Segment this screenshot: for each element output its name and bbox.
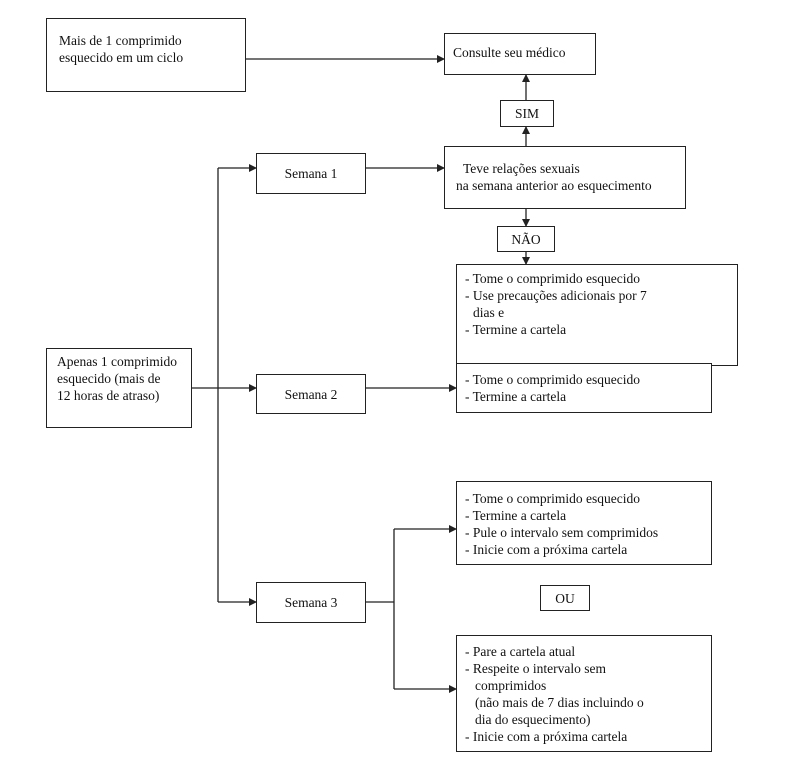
box-nao: NÃO [497,226,555,252]
box-week1-actions: - Tome o comprimido esquecido - Use prec… [456,264,738,366]
text-line: - Pule o intervalo sem comprimidos [465,525,659,540]
text-line: comprimidos [475,678,547,693]
text-line: esquecido (mais de [57,371,161,386]
text-line: - Tome o comprimido esquecido [465,491,641,506]
text-line: 12 horas de atraso) [57,388,160,403]
box-consult-doctor: Consulte seu médico [444,33,596,75]
box-week2-actions: - Tome o comprimido esquecido - Termine … [456,363,712,413]
text-line: - Inicie com a próxima cartela [465,729,628,744]
text-line: Semana 2 [284,386,338,402]
text-line: Apenas 1 comprimido [57,354,177,369]
text-line: Mais de 1 comprimido [59,33,182,48]
box-week-2: Semana 2 [256,374,366,414]
text-line: Teve relações sexuais [463,161,580,176]
box-week3-option-b: - Pare a cartela atual - Respeite o inte… [456,635,712,752]
text-line: - Respeite o intervalo sem [465,661,606,676]
text-line: Semana 3 [284,595,338,610]
text-line: na semana anterior ao esquecimento [456,178,652,193]
text-line: OU [555,590,575,606]
text-line: NÃO [511,231,541,247]
text-line: - Pare a cartela atual [465,644,576,659]
text-line: - Termine a cartela [465,322,567,337]
text-line: dia do esquecimento) [475,712,591,727]
text-line: - Termine a cartela [465,508,567,523]
text-line: - Termine a cartela [465,389,567,404]
text-line: SIM [514,106,539,121]
text-line: - Tome o comprimido esquecido [465,372,641,387]
box-had-sex: Teve relações sexuais na semana anterior… [444,146,686,209]
text-line: dias e [473,305,505,320]
box-sim: SIM [500,100,554,127]
text-line: (não mais de 7 dias incluindo o [475,695,644,710]
box-only-one-missed: Apenas 1 comprimido esquecido (mais de 1… [46,348,192,428]
text-line: - Inicie com a próxima cartela [465,542,628,557]
text-line: - Tome o comprimido esquecido [465,271,641,286]
text-line: Semana 1 [284,166,338,181]
box-ou: OU [540,585,590,611]
text-line: Consulte seu médico [453,45,566,60]
box-more-than-one-missed: Mais de 1 comprimido esquecido em um cic… [46,18,246,92]
box-week-1: Semana 1 [256,153,366,194]
box-week-3: Semana 3 [256,582,366,623]
box-week3-option-a: - Tome o comprimido esquecido - Termine … [456,481,712,565]
text-line: esquecido em um ciclo [59,50,184,65]
text-line: - Use precauções adicionais por 7 [465,288,647,303]
